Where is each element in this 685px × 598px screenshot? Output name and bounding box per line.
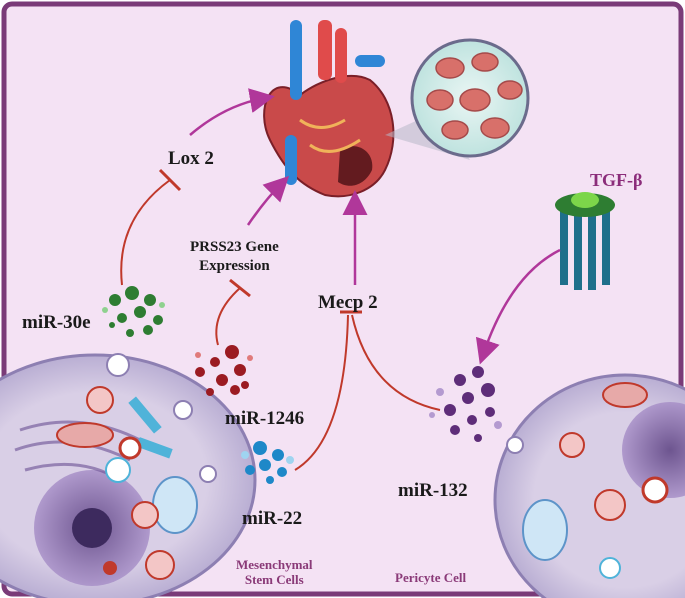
prss23-label-line1: PRSS23 Gene bbox=[190, 239, 279, 255]
msc-exosome-1 bbox=[106, 353, 130, 377]
mesenchymal-stem-cell bbox=[0, 353, 257, 598]
heart-illustration bbox=[263, 20, 395, 198]
mir22-inhibits-mecp2 bbox=[294, 314, 349, 471]
tgf-beta-receptor bbox=[555, 192, 615, 290]
tgfb-to-pericyte-arrow bbox=[475, 248, 561, 365]
mir132-inhibits-mecp2 bbox=[351, 314, 441, 411]
msc-label-line1: Mesenchymal bbox=[236, 557, 313, 572]
mir132-label: miR-132 bbox=[398, 480, 468, 501]
mir30e-label: miR-30e bbox=[22, 312, 91, 333]
msc-exosome-2 bbox=[173, 400, 193, 420]
aorta bbox=[318, 20, 332, 80]
vacuole bbox=[152, 476, 198, 534]
mitochondrion bbox=[56, 422, 114, 448]
prss23-label-line2: Expression bbox=[199, 258, 270, 274]
pericyte-cell bbox=[493, 373, 685, 598]
msc-label-line2: Stem Cells bbox=[244, 572, 304, 587]
pericyte-nucleus bbox=[622, 402, 685, 498]
lox2-to-heart-arrow bbox=[189, 88, 275, 136]
mir22-label: miR-22 bbox=[242, 508, 303, 529]
msc-exosome-3 bbox=[199, 465, 217, 483]
mir22-vesicles bbox=[241, 441, 294, 484]
prss23-to-heart-arrow bbox=[246, 175, 290, 226]
mir30e-inhibits-lox2 bbox=[120, 179, 171, 286]
tissue-zoom bbox=[410, 38, 530, 158]
mir132-vesicles bbox=[429, 366, 502, 442]
fiber-rod bbox=[128, 396, 162, 434]
msc-label: Mesenchymal Stem Cells bbox=[236, 557, 313, 587]
pericyte-label: Pericyte Cell bbox=[395, 570, 467, 585]
mir1246-label: miR-1246 bbox=[225, 408, 305, 429]
lox2-label: Lox 2 bbox=[168, 148, 214, 169]
mir1246-vesicles bbox=[195, 345, 253, 396]
pericyte-exosome bbox=[506, 436, 524, 454]
mir1246-inhibits-prss23 bbox=[215, 287, 241, 346]
mecp2-label: Mecp 2 bbox=[318, 292, 378, 313]
mir30e-vesicles bbox=[102, 286, 165, 337]
prss23-label: PRSS23 Gene Expression bbox=[190, 238, 279, 276]
tgfb-label: TGF-β bbox=[590, 170, 643, 190]
